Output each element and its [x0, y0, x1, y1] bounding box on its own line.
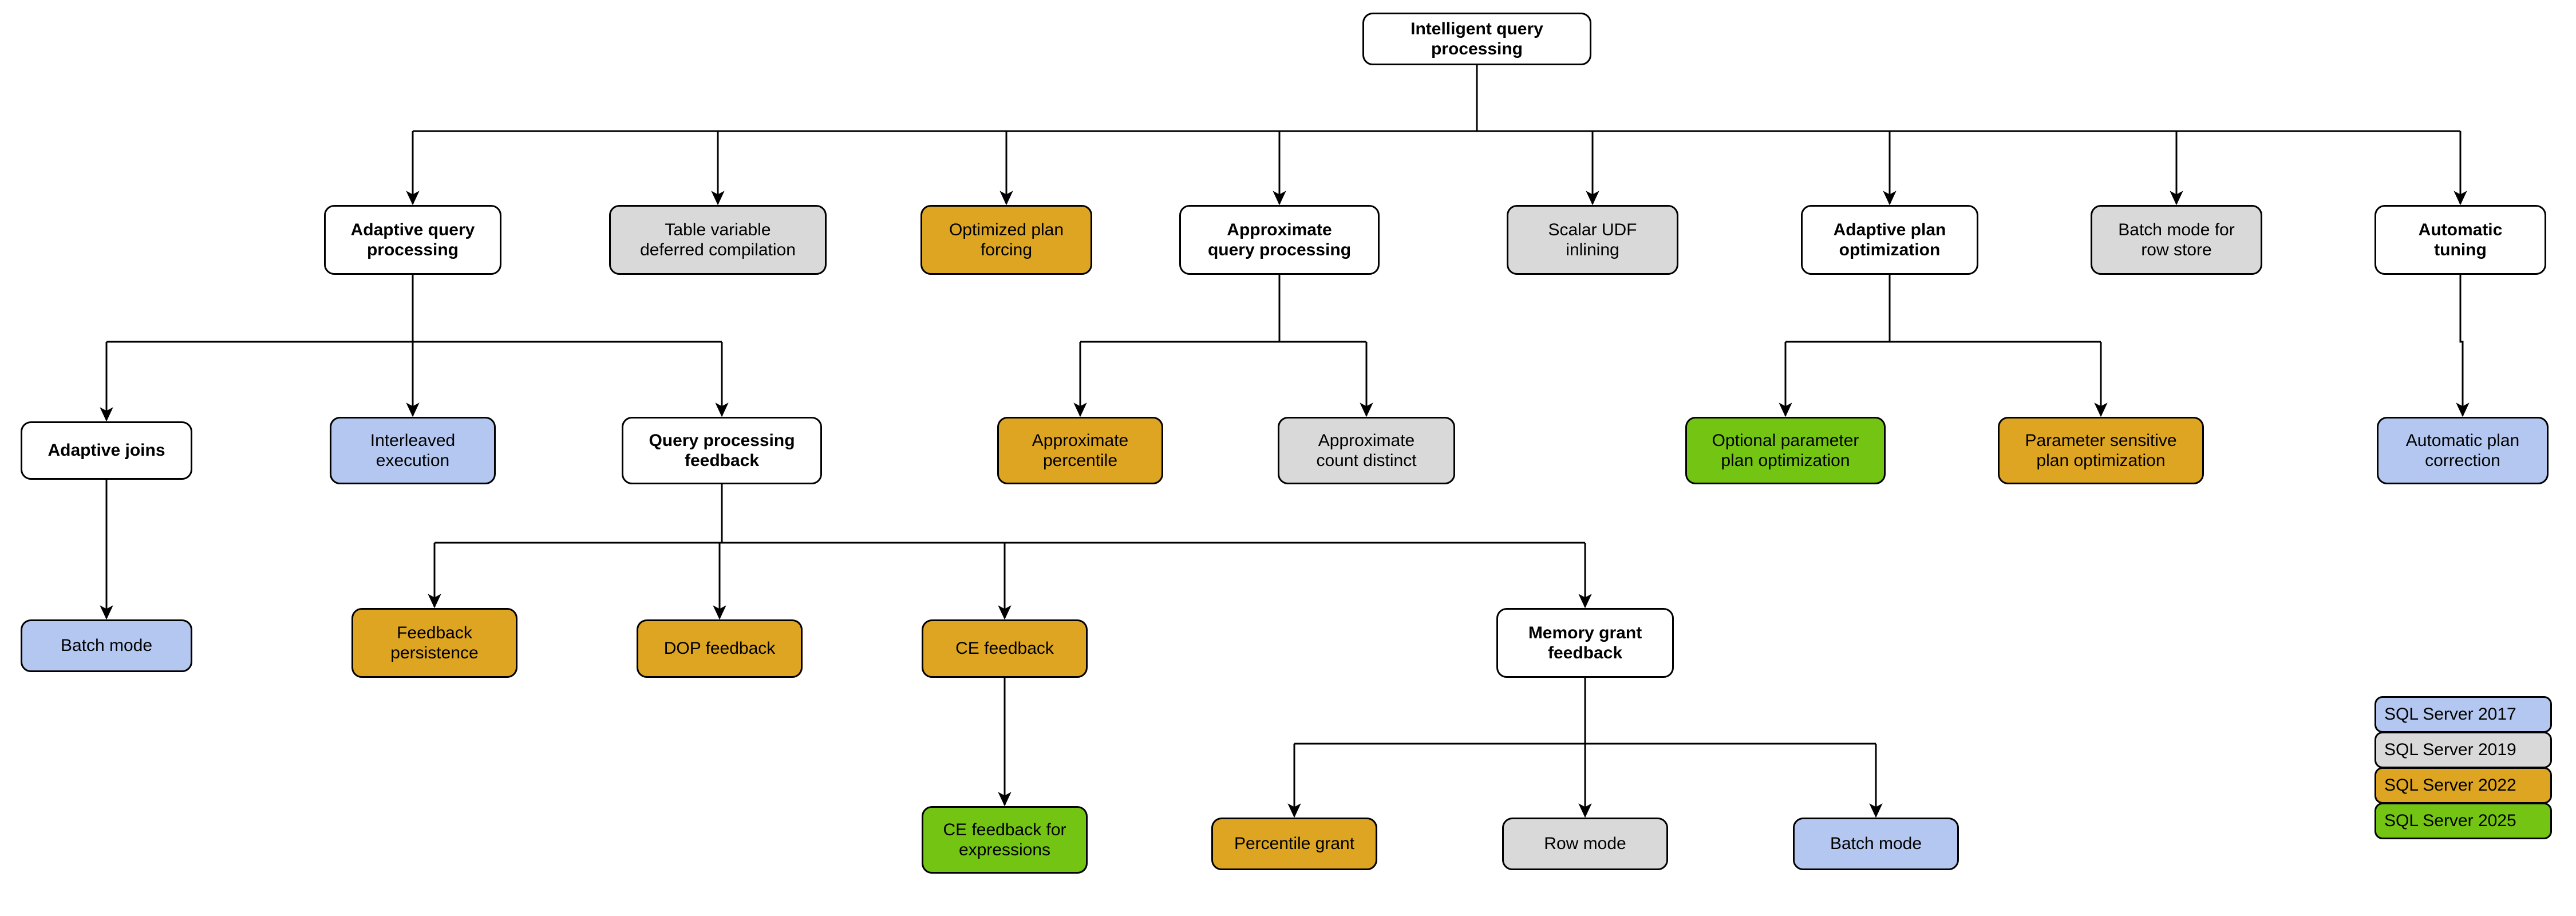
node-cefe[interactable]: CE feedback for expressions: [922, 806, 1088, 874]
node-apc[interactable]: Automatic plan correction: [2377, 417, 2549, 484]
node-label: Memory grant feedback: [1528, 623, 1642, 662]
node-cef[interactable]: CE feedback: [922, 619, 1088, 678]
node-apo[interactable]: Adaptive plan optimization: [1801, 205, 1978, 275]
node-aqp[interactable]: Adaptive query processing: [324, 205, 501, 275]
node-label: Feedback persistence: [390, 623, 479, 662]
node-fp[interactable]: Feedback persistence: [351, 608, 517, 678]
node-pg[interactable]: Percentile grant: [1211, 818, 1377, 870]
node-qpf[interactable]: Query processing feedback: [622, 417, 822, 484]
node-label: Batch mode for row store: [2118, 220, 2235, 259]
node-label: Scalar UDF inlining: [1548, 220, 1637, 259]
node-label: Intelligent query processing: [1411, 19, 1543, 58]
legend-item-sql-server-2022[interactable]: SQL Server 2022: [2374, 767, 2552, 804]
node-label: Automatic tuning: [2418, 220, 2503, 259]
node-label: DOP feedback: [663, 639, 776, 658]
node-bm1[interactable]: Batch mode: [21, 619, 192, 672]
node-label: Optimized plan forcing: [949, 220, 1064, 259]
legend-item-label: SQL Server 2017: [2384, 705, 2516, 724]
node-sudf[interactable]: Scalar UDF inlining: [1507, 205, 1678, 275]
legend-item-sql-server-2025[interactable]: SQL Server 2025: [2374, 803, 2552, 839]
node-dopf[interactable]: DOP feedback: [637, 619, 803, 678]
node-ie[interactable]: Interleaved execution: [330, 417, 496, 484]
node-root[interactable]: Intelligent query processing: [1362, 13, 1591, 65]
node-label: Percentile grant: [1234, 834, 1355, 854]
node-label: Approximate count distinct: [1316, 431, 1417, 470]
node-label: Parameter sensitive plan optimization: [2025, 431, 2177, 470]
node-at[interactable]: Automatic tuning: [2374, 205, 2546, 275]
node-apq[interactable]: Approximate query processing: [1179, 205, 1380, 275]
node-bmrs[interactable]: Batch mode for row store: [2091, 205, 2262, 275]
node-oppo[interactable]: Optional parameter plan optimization: [1685, 417, 1886, 484]
node-acd[interactable]: Approximate count distinct: [1278, 417, 1455, 484]
node-aj[interactable]: Adaptive joins: [21, 421, 192, 480]
node-label: Row mode: [1544, 834, 1626, 854]
legend-item-sql-server-2019[interactable]: SQL Server 2019: [2374, 732, 2552, 768]
node-label: Automatic plan correction: [2405, 431, 2520, 470]
node-tvdc[interactable]: Table variable deferred compilation: [609, 205, 827, 275]
node-label: Adaptive query processing: [350, 220, 475, 259]
node-label: CE feedback for expressions: [943, 820, 1066, 859]
node-label: Adaptive plan optimization: [1833, 220, 1946, 259]
node-label: Batch mode: [60, 636, 153, 656]
node-label: Adaptive joins: [48, 441, 165, 460]
node-label: Batch mode: [1830, 834, 1922, 854]
legend-item-sql-server-2017[interactable]: SQL Server 2017: [2374, 696, 2552, 733]
node-ap[interactable]: Approximate percentile: [997, 417, 1163, 484]
node-label: Interleaved execution: [370, 431, 456, 470]
node-label: Approximate percentile: [1032, 431, 1129, 470]
node-opf[interactable]: Optimized plan forcing: [920, 205, 1092, 275]
node-rm[interactable]: Row mode: [1502, 818, 1668, 870]
connector: [2456, 275, 2470, 417]
legend-item-label: SQL Server 2025: [2384, 811, 2516, 830]
node-label: Approximate query processing: [1207, 220, 1352, 259]
legend-item-label: SQL Server 2022: [2384, 776, 2516, 795]
node-bm2[interactable]: Batch mode: [1793, 818, 1959, 870]
node-label: Optional parameter plan optimization: [1712, 431, 1859, 470]
node-label: Query processing feedback: [649, 431, 795, 470]
node-mgf[interactable]: Memory grant feedback: [1496, 608, 1674, 678]
node-label: Table variable deferred compilation: [640, 220, 796, 259]
node-pspo[interactable]: Parameter sensitive plan optimization: [1998, 417, 2204, 484]
node-label: CE feedback: [955, 639, 1054, 658]
legend-item-label: SQL Server 2019: [2384, 740, 2516, 759]
